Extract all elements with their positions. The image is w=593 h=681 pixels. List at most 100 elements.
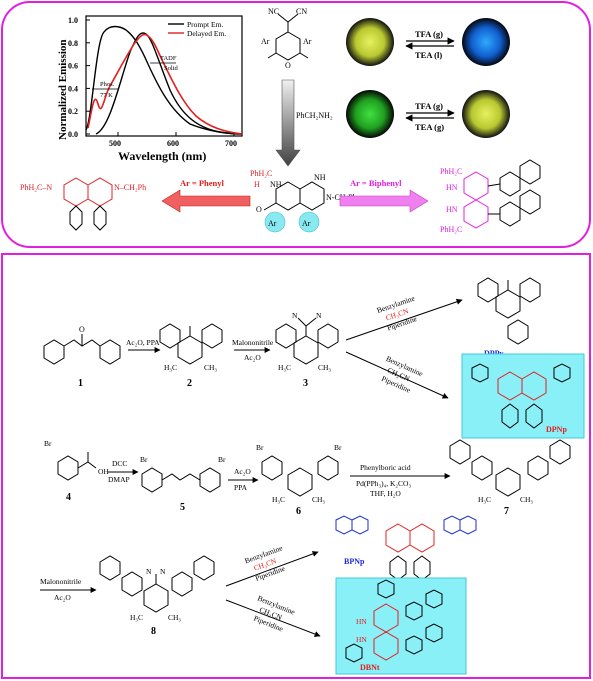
mol-mid-o: O xyxy=(256,205,262,214)
y-tick-label: 1.0 xyxy=(68,16,78,25)
dpnp-structure xyxy=(471,363,571,429)
cmpd-6-h3c: H₃C xyxy=(272,495,285,504)
cmpd-6-ch3: CH₃ xyxy=(312,495,325,504)
annotation-tadf: TADF xyxy=(160,55,177,62)
cmpd-6-br1: Br xyxy=(256,443,264,452)
y-tick-label: 0.0 xyxy=(68,130,78,139)
annotation-solid: Solid xyxy=(164,65,178,72)
top-panel-frame xyxy=(1,1,591,248)
magenta-arrow-biphenyl xyxy=(339,189,429,213)
biphenyl-groups-top xyxy=(487,159,541,227)
cmpd-2-h3c: H₃C xyxy=(164,363,177,372)
x-tick-label: 500 xyxy=(109,139,121,148)
arrow-6-7-bot1: Pd(PPh₃)₄, K₂CO₃ xyxy=(356,479,411,488)
legend-prompt-label: Prompt Em. xyxy=(187,20,223,29)
cmpd-3-n2: N xyxy=(316,311,322,320)
equilibrium-arrows-1 xyxy=(405,37,455,50)
branch-lower-3 xyxy=(225,599,321,637)
cmpd-8-n2: N xyxy=(160,567,166,576)
label-ar-biphenyl: Ar = Biphenyl xyxy=(350,178,402,188)
photo-yellow-1 xyxy=(346,18,394,66)
cmpd-5-br2: Br xyxy=(218,455,226,464)
chart-ylabel: Normalized Emission xyxy=(57,39,69,140)
cmpd-7-h3c: H₃C xyxy=(478,495,491,504)
arrow-7-8-bot: Ac₂O xyxy=(54,593,71,602)
arrow-4-5-top: DCC xyxy=(112,459,127,468)
y-tick-label: 0.8 xyxy=(68,39,78,48)
arrow-5-6-top: Ac₂O xyxy=(234,467,251,476)
cmpd-8-n1: N xyxy=(146,567,152,576)
molecule-magenta-product xyxy=(463,171,489,229)
delayed-emission-curve xyxy=(87,33,243,135)
cmpd-3-n1: N xyxy=(292,311,298,320)
dbnt-hn1: HN xyxy=(356,617,367,626)
mol-right-a: PhH₂C xyxy=(440,167,462,176)
arrow-2-3-top: Malononitrile xyxy=(232,338,274,347)
arrow-6-7-bot2: THF, H₂O xyxy=(370,489,401,498)
cmpd-8-h3c: H₃C xyxy=(130,613,143,622)
cmpd-7-ch3: CH₃ xyxy=(520,495,533,504)
arrow-4-5-bot: DMAP xyxy=(108,475,130,484)
y-tick-label: 0.6 xyxy=(68,62,78,71)
reaction-arrow-down xyxy=(275,79,301,167)
tfa-label-1: TFA (g) xyxy=(415,29,443,39)
row2-structures xyxy=(57,439,571,497)
label-ar-phenyl: Ar = Phenyl xyxy=(180,178,225,188)
prompt-emission-curve xyxy=(85,25,243,135)
dbnt-structure xyxy=(345,579,443,663)
cmpd-8: 8 xyxy=(151,626,156,637)
arrow-6-7-top: Phenylboric acid xyxy=(360,463,411,472)
mol-top-o: O xyxy=(285,61,291,70)
molecule-red-product xyxy=(63,177,113,231)
cmpd-3: 3 xyxy=(303,378,308,389)
mol-mid-ar2: Ar xyxy=(302,219,311,228)
cmpd-6-br2: Br xyxy=(334,443,342,452)
mol-right-d: PhH₂C xyxy=(440,225,462,234)
x-tick-label: 600 xyxy=(167,139,179,148)
mol-top-ar1: Ar xyxy=(261,37,270,46)
cmpd-7: 7 xyxy=(504,506,509,517)
annotation-77k: 77 K xyxy=(100,92,113,99)
dpnp-label: DPNp xyxy=(546,425,567,434)
red-arrow-phenyl xyxy=(161,189,251,213)
arrow-1-2-label: Ac₂O, PPA xyxy=(126,338,160,347)
cmpd-4: 4 xyxy=(66,492,71,503)
mol-left-a: PhH₂C–N xyxy=(20,183,52,192)
branch-lower-1 xyxy=(345,351,449,399)
y-tick-label: 0.4 xyxy=(68,84,78,93)
mol-mid-nh: NH xyxy=(270,180,282,189)
photo-green xyxy=(346,90,394,138)
cmpd-1: 1 xyxy=(78,378,83,389)
molecule-intermediate xyxy=(263,181,325,211)
chart-y-ticks: 0.00.20.40.60.81.0 xyxy=(68,16,90,139)
dbnt-box xyxy=(335,577,467,675)
arrow-2-3-bot: Ac₂O xyxy=(244,353,261,362)
ar-highlight-right xyxy=(298,211,320,233)
mol-mid-ar1: Ar xyxy=(268,219,277,228)
cmpd-4-oh: OH xyxy=(98,467,109,476)
chart-plot-area xyxy=(85,15,243,137)
photo-yellow-2 xyxy=(462,90,510,138)
annotation-phos: Phos. xyxy=(100,81,115,88)
cmpd-3-ch3: CH₃ xyxy=(318,363,331,372)
photo-blue xyxy=(462,18,510,66)
mol-mid-phch2: PhH₂C xyxy=(250,169,272,178)
tea-label-2: TEA (g) xyxy=(415,122,444,132)
prompt-emission-curve-2 xyxy=(95,32,243,135)
cmpd-2-ch3: CH₃ xyxy=(204,363,217,372)
cmpd-6: 6 xyxy=(296,506,301,517)
mol-right-b: HN xyxy=(446,183,458,192)
mol-mid-h: H xyxy=(254,180,260,189)
tea-label-1: TEA (l) xyxy=(415,50,442,60)
cmpd-8-ch3: CH₃ xyxy=(168,613,181,622)
dbnt-label: DBNt xyxy=(360,663,380,672)
legend-delayed-label: Delayed Em. xyxy=(187,29,226,38)
ar-highlight-left xyxy=(264,211,286,233)
x-tick-label: 700 xyxy=(225,139,237,148)
arrow-7-8-top: Malononitrile xyxy=(40,577,82,586)
mol-top-cn: CN xyxy=(296,7,307,16)
cmpd-1-o: O xyxy=(79,325,85,334)
mol-top-nc: NC xyxy=(268,7,279,16)
